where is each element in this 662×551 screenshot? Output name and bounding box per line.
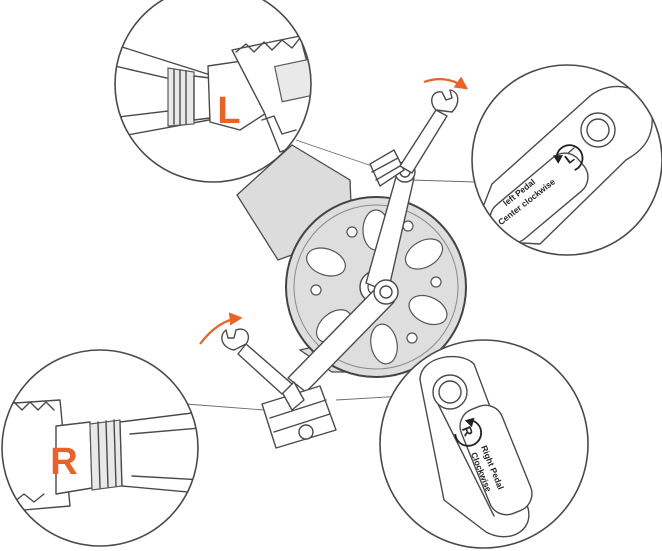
wrench-icon xyxy=(221,328,293,395)
wrench-icon xyxy=(399,89,459,174)
right-pedal-assembly xyxy=(261,381,337,449)
left-letter-label: L xyxy=(217,90,240,132)
left-crank-zoom: left Pedal Center clockwise L xyxy=(471,64,662,256)
rotate-clockwise-icon xyxy=(423,76,469,90)
right-letter-label: R xyxy=(50,441,77,483)
left-pedal-assembly xyxy=(369,149,405,187)
rotate-clockwise-icon xyxy=(199,312,243,345)
right-thread-zoom: R xyxy=(1,349,199,547)
right-crank-zoom: Right Pedal Clockwise R xyxy=(379,339,589,549)
left-thread-zoom: L xyxy=(114,0,312,183)
